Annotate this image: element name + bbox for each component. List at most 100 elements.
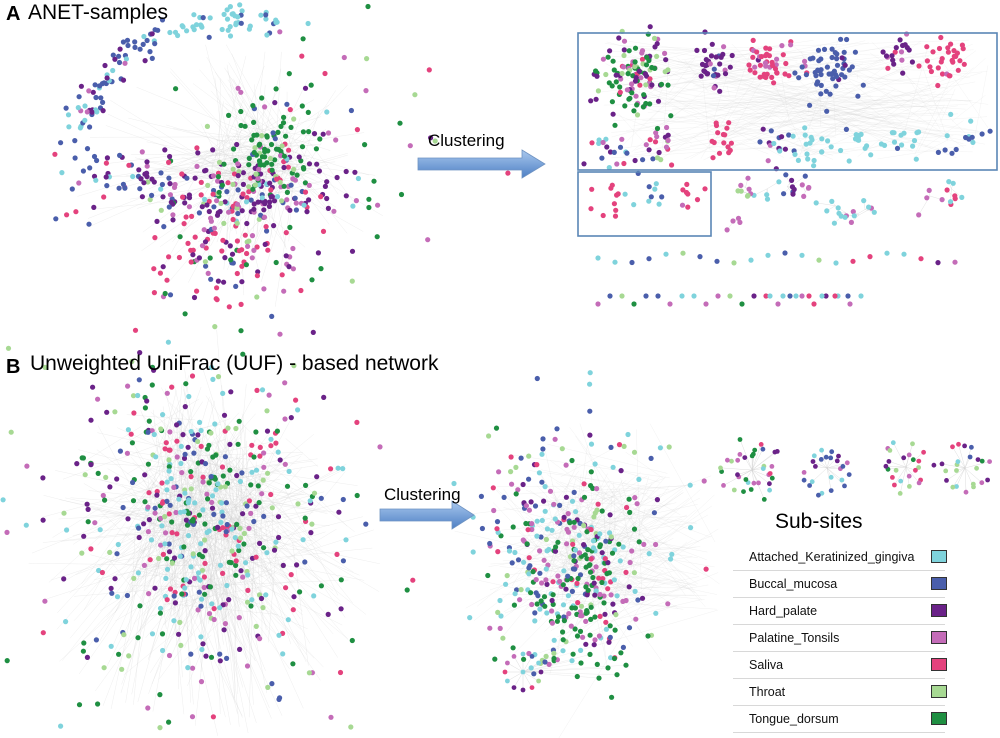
network-node (210, 173, 217, 179)
network-node (254, 387, 260, 393)
network-node (233, 558, 239, 564)
network-node (642, 71, 649, 77)
network-node (555, 614, 562, 620)
network-node (883, 463, 889, 469)
network-node (509, 560, 515, 566)
network-node (244, 503, 250, 509)
network-node (498, 533, 504, 539)
network-node (631, 108, 637, 114)
network-node (487, 540, 493, 547)
network-node (274, 176, 280, 182)
network-node (665, 137, 671, 143)
network-node (210, 376, 216, 382)
network-node (767, 293, 773, 299)
network-node (195, 607, 201, 613)
network-node (627, 559, 633, 566)
network-node (233, 425, 239, 432)
network-node (239, 263, 245, 269)
network-node (497, 625, 503, 632)
network-node (646, 551, 652, 557)
network-node (541, 594, 548, 600)
network-node (657, 445, 664, 451)
network-node (588, 441, 595, 447)
network-node (587, 381, 593, 387)
network-node (185, 533, 192, 539)
network-node (542, 659, 548, 665)
network-node (632, 78, 639, 84)
network-node (249, 233, 256, 239)
network-node (532, 618, 538, 624)
network-node (82, 117, 88, 123)
network-node (786, 73, 792, 79)
network-node (179, 470, 185, 476)
network-node (790, 191, 796, 197)
network-node (893, 45, 899, 51)
network-node (721, 140, 727, 146)
network-node (61, 510, 67, 516)
network-node (201, 584, 207, 591)
network-node (137, 350, 143, 356)
network-node (729, 52, 735, 59)
network-node (880, 49, 886, 55)
network-node (889, 53, 895, 59)
network-node (331, 208, 337, 214)
network-node (606, 639, 612, 645)
network-node (237, 2, 243, 8)
network-node (935, 260, 941, 266)
network-node (653, 541, 659, 548)
network-node (632, 59, 638, 65)
network-node (234, 220, 240, 226)
network-node (987, 128, 993, 134)
network-node (279, 272, 285, 278)
network-node (259, 154, 265, 160)
network-node (802, 58, 808, 64)
network-node (750, 37, 756, 44)
network-node (656, 149, 662, 156)
network-node (206, 34, 212, 40)
network-node (830, 76, 836, 82)
network-node (631, 526, 638, 532)
network-node (203, 263, 209, 269)
network-node (613, 72, 619, 78)
network-node (747, 67, 753, 73)
network-node (737, 437, 743, 442)
network-node (224, 16, 231, 22)
network-node (308, 82, 314, 88)
network-node (152, 235, 158, 241)
network-node (338, 606, 344, 612)
network-node (816, 58, 822, 64)
network-node (906, 47, 912, 53)
network-node (955, 67, 961, 73)
network-node (69, 186, 75, 192)
network-node (632, 495, 638, 501)
network-node (199, 567, 206, 573)
network-node (171, 593, 177, 599)
network-node (76, 94, 82, 100)
network-node (157, 725, 163, 731)
network-node (703, 57, 709, 63)
network-node (125, 427, 131, 433)
legend-swatch (931, 712, 947, 725)
network-node (944, 478, 949, 483)
network-node (170, 217, 176, 223)
network-node (710, 155, 716, 161)
network-node (539, 580, 545, 586)
network-node (286, 71, 292, 77)
network-node (268, 443, 274, 449)
network-node (565, 593, 572, 599)
network-node (206, 208, 212, 215)
network-node (240, 170, 246, 176)
network-node (799, 293, 805, 299)
network-node (198, 427, 204, 434)
network-node (166, 175, 172, 181)
network-node (818, 82, 824, 88)
network-node (246, 189, 252, 195)
network-node (782, 146, 789, 152)
network-node (892, 49, 898, 55)
network-node (621, 443, 627, 449)
network-node (166, 204, 172, 210)
network-node (235, 210, 241, 217)
network-node (540, 446, 546, 452)
network-node (585, 587, 591, 593)
network-node (748, 487, 754, 492)
